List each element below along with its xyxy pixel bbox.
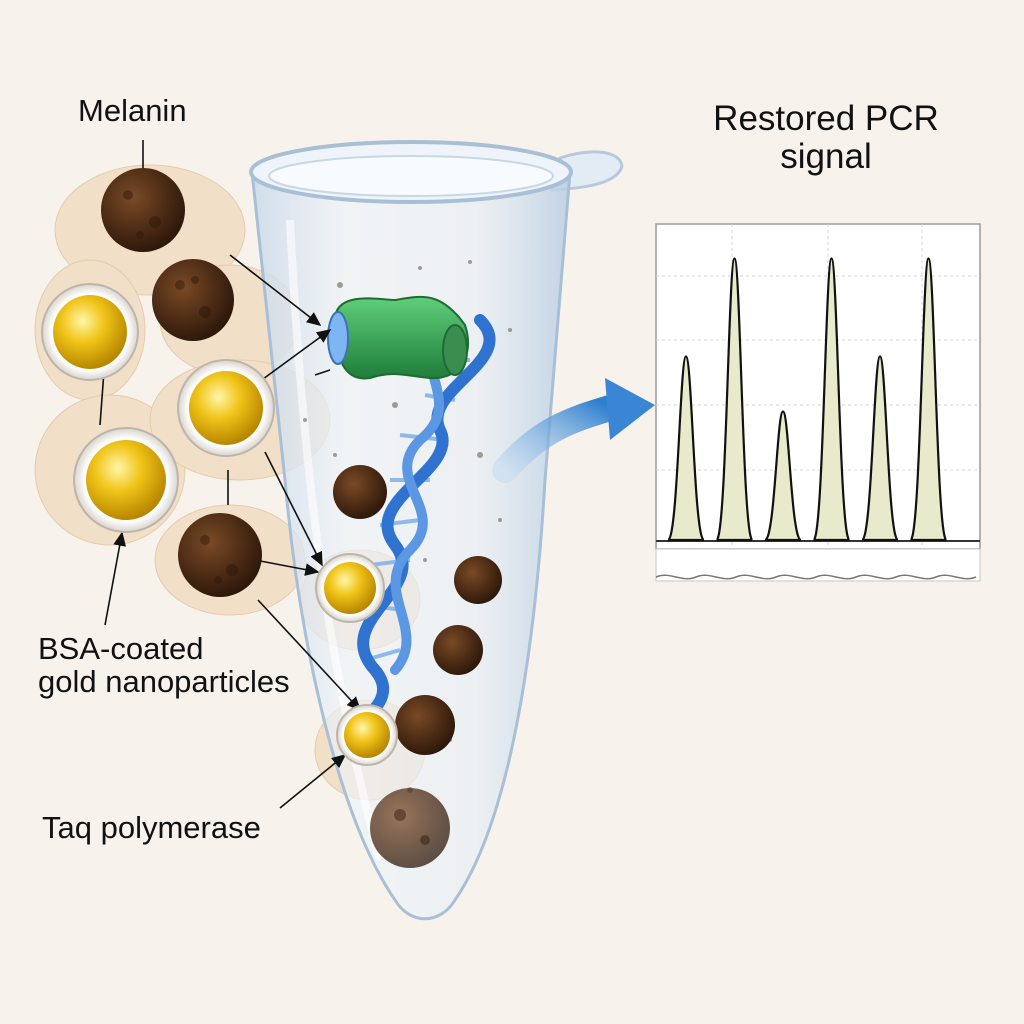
melanin-particle xyxy=(370,788,450,868)
melanin-particles xyxy=(101,168,502,868)
gold-nanoparticle xyxy=(336,704,398,766)
melanin-particle xyxy=(454,556,502,604)
signal-peak xyxy=(715,257,754,542)
melanin-particle xyxy=(433,625,483,675)
label-taq-polymerase: Taq polymerase xyxy=(42,810,261,845)
label-bsa-line1: BSA-coated xyxy=(38,631,204,666)
signal-peak xyxy=(763,410,803,542)
label-melanin: Melanin xyxy=(78,93,187,128)
signal-peak xyxy=(909,257,948,542)
label-bsa-line2: gold nanoparticles xyxy=(38,664,290,700)
label-pcr-line1: Restored PCR xyxy=(713,99,939,138)
signal-peaks xyxy=(666,257,948,542)
gold-nanoparticle xyxy=(315,553,385,623)
curved-arrow xyxy=(492,378,655,483)
label-restored-pcr-signal: Restored PCR signal xyxy=(676,100,976,176)
signal-peak xyxy=(812,257,851,542)
melanin-particle xyxy=(333,465,387,519)
melanin-particle xyxy=(101,168,185,252)
melanin-particle xyxy=(152,259,234,341)
signal-peak xyxy=(860,355,900,542)
taq-polymerase xyxy=(327,295,470,380)
label-bsa-gold-nanoparticles: BSA-coated gold nanoparticles xyxy=(38,632,358,699)
melanin-particle xyxy=(395,695,455,755)
signal-chart xyxy=(655,223,981,582)
gold-nanoparticle xyxy=(73,427,179,533)
gold-nanoparticle xyxy=(177,359,275,457)
signal-peak xyxy=(666,355,706,542)
gold-nanoparticles xyxy=(41,283,398,766)
gold-nanoparticle xyxy=(41,283,139,381)
melanin-particle xyxy=(178,513,262,597)
label-pcr-line2: signal xyxy=(780,136,872,176)
